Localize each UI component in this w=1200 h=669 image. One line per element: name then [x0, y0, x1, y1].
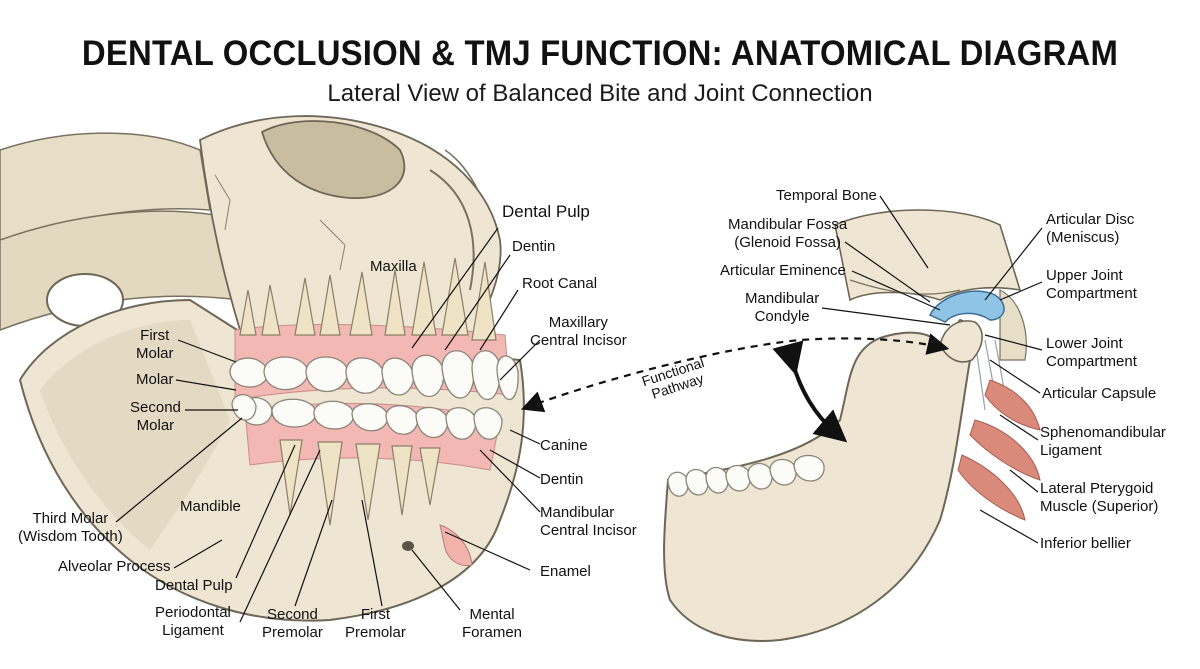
label-articular-disc: Articular Disc (Meniscus) [1046, 211, 1135, 246]
label-mandibular-central-incisor: Mandibular Central Incisor [540, 504, 637, 539]
label-periodontal-ligament: Periodontal Ligament [155, 604, 231, 639]
label-second-premolar: Second Premolar [262, 606, 323, 641]
label-sphenomandibular-ligament: Sphenomandibular Ligament [1040, 424, 1166, 459]
label-maxillary-central-incisor: Maxillary Central Incisor [530, 314, 627, 349]
label-first-molar: First Molar [136, 327, 174, 362]
label-dentin-bottom: Dentin [540, 471, 584, 488]
label-articular-eminence: Articular Eminence [720, 262, 846, 279]
label-third-molar: Third Molar (Wisdom Tooth) [18, 510, 123, 545]
label-root-canal: Root Canal [522, 275, 598, 292]
page-subtitle: Lateral View of Balanced Bite and Joint … [327, 80, 873, 107]
label-mental-foramen: Mental Foramen [462, 606, 523, 641]
label-upper-joint-compartment: Upper Joint Compartment [1046, 267, 1137, 302]
tmj-leader-lines [821, 195, 1043, 544]
label-mandibular-condyle: Mandibular Condyle [745, 290, 820, 325]
label-dental-pulp-top: Dental Pulp [502, 202, 590, 221]
label-molar: Molar [136, 371, 174, 388]
label-mandibular-fossa: Mandibular Fossa (Glenoid Fossa) [728, 216, 848, 251]
label-second-molar: Second Molar [130, 399, 181, 434]
label-temporal-bone: Temporal Bone [776, 187, 877, 204]
label-enamel: Enamel [540, 563, 591, 580]
skull-illustration [0, 115, 525, 622]
label-lateral-pterygoid: Lateral Pterygoid Muscle (Superior) [1040, 480, 1159, 515]
label-dentin-top: Dentin [512, 238, 556, 255]
label-first-premolar: First Premolar [345, 606, 406, 641]
page-title: DENTAL OCCLUSION & TMJ FUNCTION: ANATOMI… [81, 34, 1119, 73]
label-mandible: Mandible [180, 498, 241, 515]
label-inferior-bellier: Inferior bellier [1040, 535, 1131, 552]
label-lower-joint-compartment: Lower Joint Compartment [1046, 335, 1137, 370]
label-alveolar-process: Alveolar Process [58, 558, 171, 575]
label-dental-pulp-bottom: Dental Pulp [155, 577, 233, 594]
skull-leader-lines [115, 227, 541, 623]
label-canine: Canine [540, 437, 588, 454]
label-articular-capsule: Articular Capsule [1042, 385, 1157, 402]
label-maxilla: Maxilla [370, 258, 417, 275]
